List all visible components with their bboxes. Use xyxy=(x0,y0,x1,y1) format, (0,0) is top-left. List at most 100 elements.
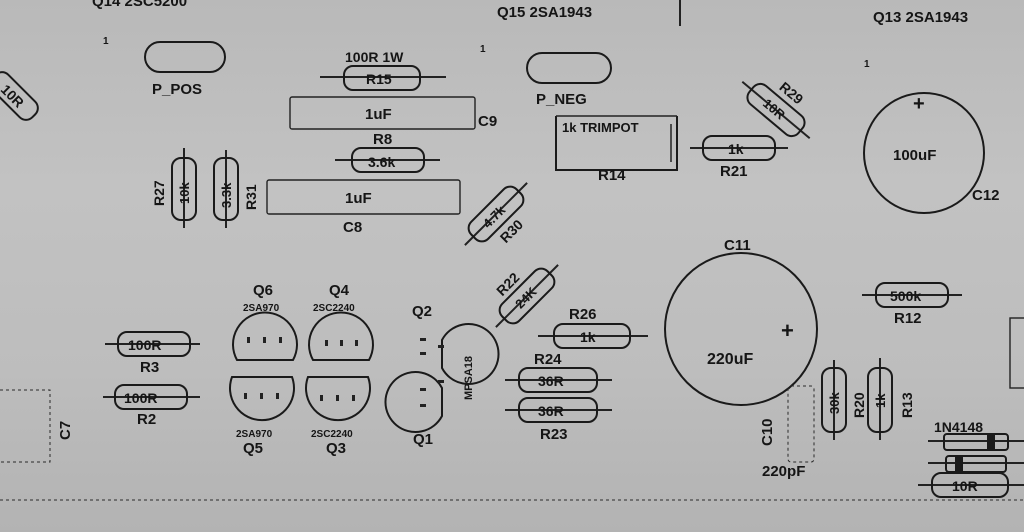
resistor-value: 10R xyxy=(0,81,27,110)
r15-resistor xyxy=(343,65,421,91)
c9-ref: C9 xyxy=(478,113,497,130)
r29-ref: R29 xyxy=(776,79,806,108)
trimpot-outline xyxy=(555,116,678,171)
r24-ref: R24 xyxy=(534,351,562,368)
resistor-left-edge: 10R xyxy=(0,71,39,121)
c8-value: 1uF xyxy=(345,190,372,207)
q2-transistor xyxy=(441,323,500,385)
r24-value: 36R xyxy=(538,373,564,389)
q3-part: 2SC2240 xyxy=(311,429,353,440)
r8-value: 3.6k xyxy=(368,154,395,170)
r20-ref: R20 xyxy=(851,392,867,418)
c11-capacitor xyxy=(664,252,818,406)
q1-q2-part: MPSA18 xyxy=(463,356,475,400)
q6-ref: Q6 xyxy=(253,282,273,299)
c10-capacitor xyxy=(787,385,815,463)
c7-ref: C7 xyxy=(57,421,74,440)
q6-part: 2SA970 xyxy=(243,303,280,314)
r20-resistor xyxy=(821,367,847,433)
r2-resistor xyxy=(114,384,188,410)
d-diode xyxy=(943,433,1009,451)
q5-part: 2SA970 xyxy=(236,429,273,440)
diode-cathode-band xyxy=(987,434,995,450)
p-neg-label: P_NEG xyxy=(536,91,587,108)
diode-cathode-band-2 xyxy=(955,456,963,472)
r27-value: 10k xyxy=(177,182,192,204)
r12-resistor xyxy=(875,282,949,308)
r8-resistor xyxy=(351,147,425,173)
c9-value: 1uF xyxy=(365,106,392,123)
c8-ref: C8 xyxy=(343,219,362,236)
q15-label: Q15 2SA1943 xyxy=(497,4,592,21)
r3-ref: R3 xyxy=(140,359,159,376)
r31-ref: R31 xyxy=(243,184,259,210)
r21-value: 1k xyxy=(728,141,744,157)
r13-ref: R13 xyxy=(899,392,915,418)
r26-ref: R26 xyxy=(569,306,597,323)
r2-value: 100R xyxy=(124,390,157,406)
c7-capacitor xyxy=(0,389,51,463)
r22-resistor: 24K R22 xyxy=(493,264,559,328)
c11-ref: C11 xyxy=(724,237,751,254)
r15-value: 100R 1W xyxy=(345,49,404,65)
c12-capacitor xyxy=(863,92,985,214)
c9-capacitor xyxy=(289,96,476,130)
r20-value: 30k xyxy=(827,392,842,414)
r21-ref: R21 xyxy=(720,163,748,180)
pin1-mark: 1 xyxy=(480,44,486,55)
r27-ref: R27 xyxy=(151,180,167,206)
r2-ref: R2 xyxy=(137,411,156,428)
q2-ref: Q2 xyxy=(412,303,432,320)
r3-value: 100R xyxy=(128,337,161,353)
c10-ref: C10 xyxy=(759,418,776,446)
q3-ref: Q3 xyxy=(326,440,346,457)
r12-ref: R12 xyxy=(894,310,922,327)
q1-ref: Q1 xyxy=(413,431,433,448)
q1-transistor xyxy=(384,371,443,433)
right-edge-outline xyxy=(1009,317,1024,389)
q4-part: 2SC2240 xyxy=(313,303,355,314)
r15-ref: R15 xyxy=(366,71,392,87)
r31-resistor xyxy=(213,157,239,221)
r30-resistor: 4.7k R30 xyxy=(464,182,528,246)
r3-resistor xyxy=(117,331,191,357)
p-neg-pad xyxy=(526,52,612,84)
r30-ref: R30 xyxy=(497,216,527,246)
c10-value: 220pF xyxy=(762,463,805,480)
c12-polarity: + xyxy=(913,93,925,115)
c8-capacitor xyxy=(266,179,461,215)
r-bottom-value: 10R xyxy=(952,478,978,494)
q13-label: Q13 2SA1943 xyxy=(873,9,968,26)
q4-transistor xyxy=(308,311,374,361)
r8-ref: R8 xyxy=(373,131,392,148)
q5-ref: Q5 xyxy=(243,440,263,457)
q6-transistor xyxy=(232,311,298,361)
q5-transistor xyxy=(229,376,295,422)
diode-part: 1N4148 xyxy=(934,419,983,435)
q4-ref: Q4 xyxy=(329,282,350,299)
r26-value: 1k xyxy=(580,329,596,345)
pin1-mark: 1 xyxy=(103,36,109,47)
trimpot-ref: R14 xyxy=(598,167,626,184)
c12-value: 100uF xyxy=(893,147,936,164)
c12-ref: C12 xyxy=(972,187,1000,204)
q14-label: Q14 2SC5200 xyxy=(92,0,187,10)
p-pos-label: P_POS xyxy=(152,81,202,98)
c11-value: 220uF xyxy=(707,351,753,368)
r-bottom-resistor xyxy=(931,472,1009,498)
r29-resistor: 10R R29 xyxy=(741,79,811,140)
r24-resistor xyxy=(518,367,598,393)
r23-resistor xyxy=(518,397,598,423)
r12-value: 500k xyxy=(890,288,921,304)
r26-resistor xyxy=(553,323,631,349)
p-pos-pad xyxy=(144,41,226,73)
r27-resistor xyxy=(171,157,197,221)
r23-ref: R23 xyxy=(540,426,568,443)
q3-transistor xyxy=(305,376,371,422)
r31-value: 3.3k xyxy=(219,182,234,208)
trimpot-value: 1k TRIMPOT xyxy=(562,120,639,135)
pin1-mark: 1 xyxy=(864,59,870,70)
r13-resistor xyxy=(867,367,893,433)
r23-value: 36R xyxy=(538,403,564,419)
